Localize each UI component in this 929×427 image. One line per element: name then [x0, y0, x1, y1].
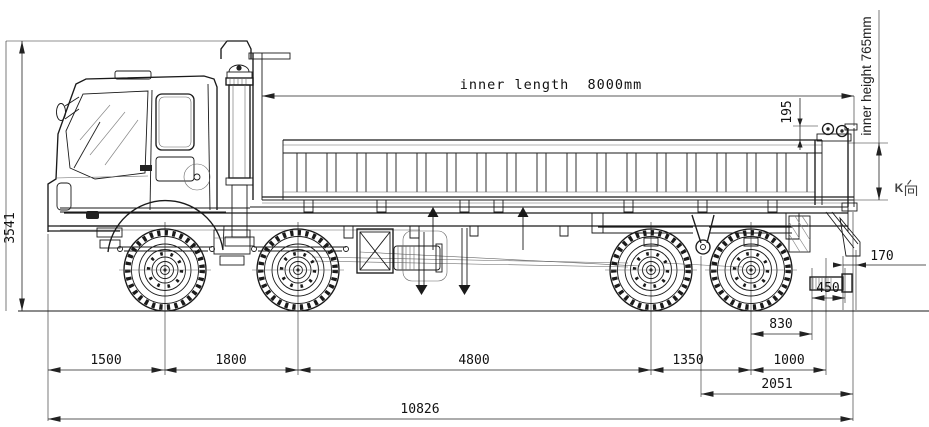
roof-hatch — [114, 70, 152, 80]
front-guard-lip — [220, 40, 252, 59]
dim-overall-length-10826: 10826 — [48, 402, 853, 422]
dim-label-1350: 1350 — [672, 353, 703, 368]
dim-label-195: 195 — [780, 100, 795, 123]
rear-tandem-suspension — [591, 212, 811, 255]
dim-label-170: 170 — [870, 249, 893, 264]
extension-lines — [5, 40, 857, 421]
dim-label-inner-height: inner height 765mm — [859, 16, 874, 135]
dim-label-1500: 1500 — [90, 353, 121, 368]
driveshaft-lines — [311, 251, 743, 268]
dimension-annotations: 3541 inner length 8000mm inner height 76… — [3, 10, 926, 422]
chassis-frame — [60, 199, 849, 268]
view-direction-marker: K — [895, 179, 918, 196]
truck-cab — [47, 70, 251, 266]
dim-label-450: 450 — [816, 281, 839, 296]
chassis-equipment — [356, 207, 529, 295]
hoist-cylinder — [224, 64, 255, 247]
muffler — [393, 243, 443, 273]
toolbox — [356, 228, 394, 274]
kanji-xiang-glyph — [904, 179, 918, 196]
dim-label-4800: 4800 — [458, 353, 489, 368]
dim-label-1800: 1800 — [215, 353, 246, 368]
side-mirror — [56, 96, 80, 121]
dim-rear-clearance-170: 170 — [833, 249, 926, 268]
dim-label-inner-length: inner length 8000mm — [460, 77, 643, 93]
door-lower-panel — [155, 156, 195, 182]
front-fender — [107, 199, 224, 253]
windshield — [65, 90, 149, 180]
fuel-filler-circle — [183, 163, 211, 191]
dim-row-axle-spacings: 1500 1800 4800 1350 1000 — [48, 353, 826, 373]
sideboard-ribs — [296, 153, 808, 192]
front-leaf-springs — [117, 246, 349, 252]
corner-lamp — [56, 182, 72, 211]
dim-bogie-to-rear-2051: 2051 — [701, 377, 853, 397]
dim-label-1000: 1000 — [773, 353, 804, 368]
dump-body — [220, 40, 854, 205]
tailgate-latch — [841, 202, 858, 212]
dim-hinge-offset-195: 195 — [780, 98, 818, 150]
tailgate — [816, 122, 861, 257]
wiper-blade — [73, 121, 101, 169]
dim-underrun-450: 450 — [812, 281, 845, 301]
door-handle — [140, 165, 152, 171]
dim-label-830: 830 — [769, 317, 792, 332]
dim-inner-length: inner length 8000mm — [262, 77, 855, 126]
support-point-arrows — [415, 207, 529, 295]
door-window — [155, 93, 195, 151]
tailgate-hinge-pin — [821, 122, 835, 136]
cab-step-upper — [96, 227, 123, 238]
headlight — [86, 211, 99, 219]
dim-overall-height: 3541 — [3, 41, 25, 311]
view-direction-letter: K — [895, 181, 904, 195]
dim-label-2051: 2051 — [761, 377, 792, 392]
dim-axle4-underrun-830: 830 — [751, 317, 812, 337]
dim-label-overall-height: 3541 — [3, 212, 18, 243]
dim-inner-height: inner height 765mm — [848, 10, 888, 201]
fuel-tank — [402, 230, 448, 282]
dim-label-10826: 10826 — [400, 402, 439, 417]
